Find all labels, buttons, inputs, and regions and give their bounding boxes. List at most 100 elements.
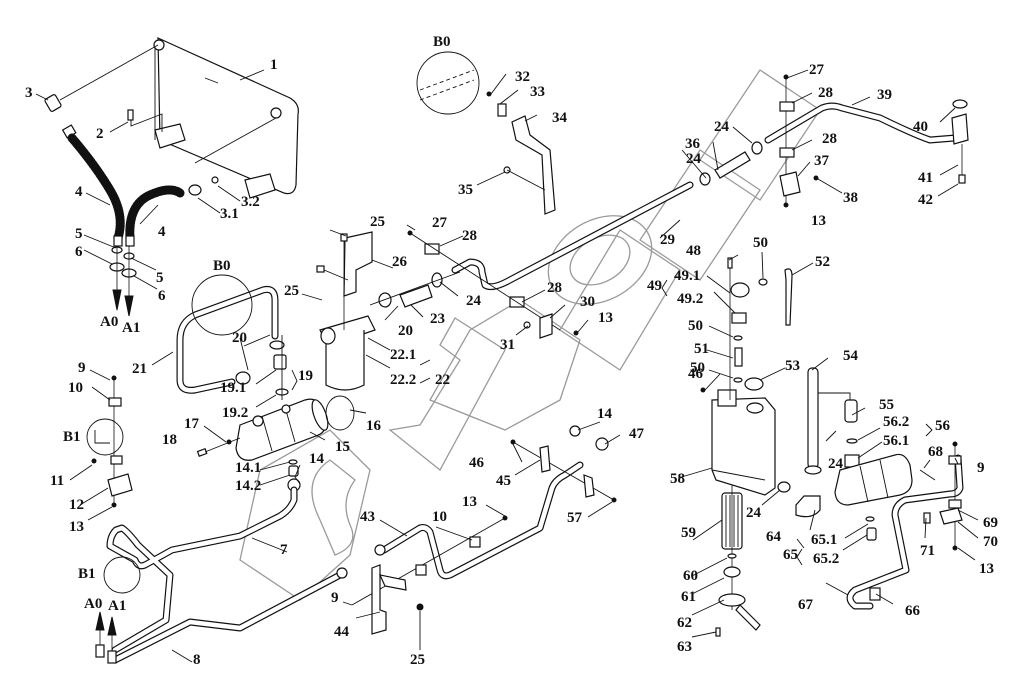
callout-9a: 9 [78,360,86,376]
callout-13c: 13 [598,310,613,326]
callout-34: 34 [552,110,568,126]
callout-14-2: 14.2 [235,478,261,494]
bracket-34 [416,51,556,215]
callout-29: 29 [660,232,675,248]
callout-22-1: 22.1 [390,347,416,363]
callout-19: 19 [298,368,313,384]
callout-22-2: 22.2 [390,372,416,388]
callout-53: 53 [785,358,800,374]
callout-39: 39 [877,87,892,103]
callout-14-1: 14.1 [235,460,261,476]
callout-32: 32 [515,69,530,85]
callout-69: 69 [983,515,998,531]
fitting-14 [287,459,301,492]
callout-60: 60 [683,568,698,584]
callout-6a: 6 [75,244,83,260]
callout-3-1: 3.1 [220,206,239,222]
callout-50b: 50 [688,318,703,334]
callout-44: 44 [334,624,350,640]
callout-18: 18 [162,432,177,448]
callout-66: 66 [905,603,921,619]
callout-24c: 24 [714,119,730,135]
callout-10a: 10 [68,380,83,396]
callout-70: 70 [983,534,998,550]
callout-35: 35 [458,182,473,198]
callout-6b: 6 [158,288,166,304]
callout-50c: 50 [690,360,705,376]
callout-10b: 10 [432,509,447,525]
callout-55: 55 [879,397,894,413]
callout-20a: 20 [232,330,247,346]
callout-26: 26 [392,254,408,270]
callout-38: 38 [843,190,858,206]
callout-65-2: 65.2 [813,551,839,567]
callout-5a: 5 [75,226,83,242]
callout-59: 59 [681,525,696,541]
callout-27a: 27 [432,215,448,231]
callout-49-2: 49.2 [677,291,703,307]
sleeves-20-23-24 [369,271,461,308]
callout-B0-left: B0 [213,258,231,274]
pump-15 [196,395,355,461]
callout-B1-left: B1 [63,429,81,445]
callout-65-1: 65.1 [811,532,837,548]
pipe-67 [846,441,964,610]
callout-49-1: 49.1 [674,268,700,284]
callout-46a: 46 [469,455,485,471]
callout-A1-bottom: A1 [108,598,126,614]
callout-61: 61 [681,589,696,605]
washers-5-6 [109,235,137,317]
callout-13e: 13 [979,561,994,577]
callout-67: 67 [798,597,814,613]
clamp-assembly-left [86,375,133,508]
callout-57: 57 [567,510,583,526]
pipe-29 [407,181,694,339]
callout-23: 23 [430,311,445,327]
callout-52: 52 [815,254,830,270]
callout-71: 71 [920,543,935,559]
callout-30: 30 [580,294,595,310]
watermark [239,69,821,601]
tank-1 [153,37,299,199]
pipe-21 [176,274,279,394]
pipe-39 [764,74,969,208]
callout-56-2: 56.2 [883,414,909,430]
sleeve-36 [699,141,763,186]
callout-33: 33 [530,84,545,100]
callout-45: 45 [496,473,511,489]
fitting-3 [44,44,159,139]
callout-4b: 4 [158,224,166,240]
callout-14b: 14 [597,406,613,422]
callout-15: 15 [335,439,350,455]
callout-11: 11 [50,473,64,489]
pipe-7 [106,486,298,654]
pump-right [834,453,936,541]
callout-13b: 13 [462,494,477,510]
callout-27b: 27 [809,62,825,78]
callout-20b: 20 [398,323,413,339]
hose-4 [67,133,185,243]
fitting-3-1 [188,117,277,196]
callout-17: 17 [184,416,200,432]
callout-B1-bottom: B1 [78,566,96,582]
callout-2: 2 [96,126,104,142]
group-braces [291,279,933,566]
callout-43: 43 [360,509,375,525]
callout-3: 3 [25,85,33,101]
callout-24e: 24 [746,505,762,521]
callout-1: 1 [270,57,278,73]
arrows-a0-a1-bottom [95,611,117,664]
callout-41: 41 [918,170,933,186]
callout-40: 40 [913,119,928,135]
callout-19-1: 19.1 [220,380,246,396]
bolt-2 [127,109,163,132]
callout-7: 7 [280,542,288,558]
callout-51: 51 [694,341,709,357]
callout-49: 49 [647,278,662,294]
callout-13d: 13 [811,213,826,229]
callout-63: 63 [677,639,692,655]
callout-37: 37 [814,153,830,169]
callout-B0-top: B0 [433,34,451,50]
callout-24d: 24 [828,456,844,472]
pipe-54 [777,367,860,518]
